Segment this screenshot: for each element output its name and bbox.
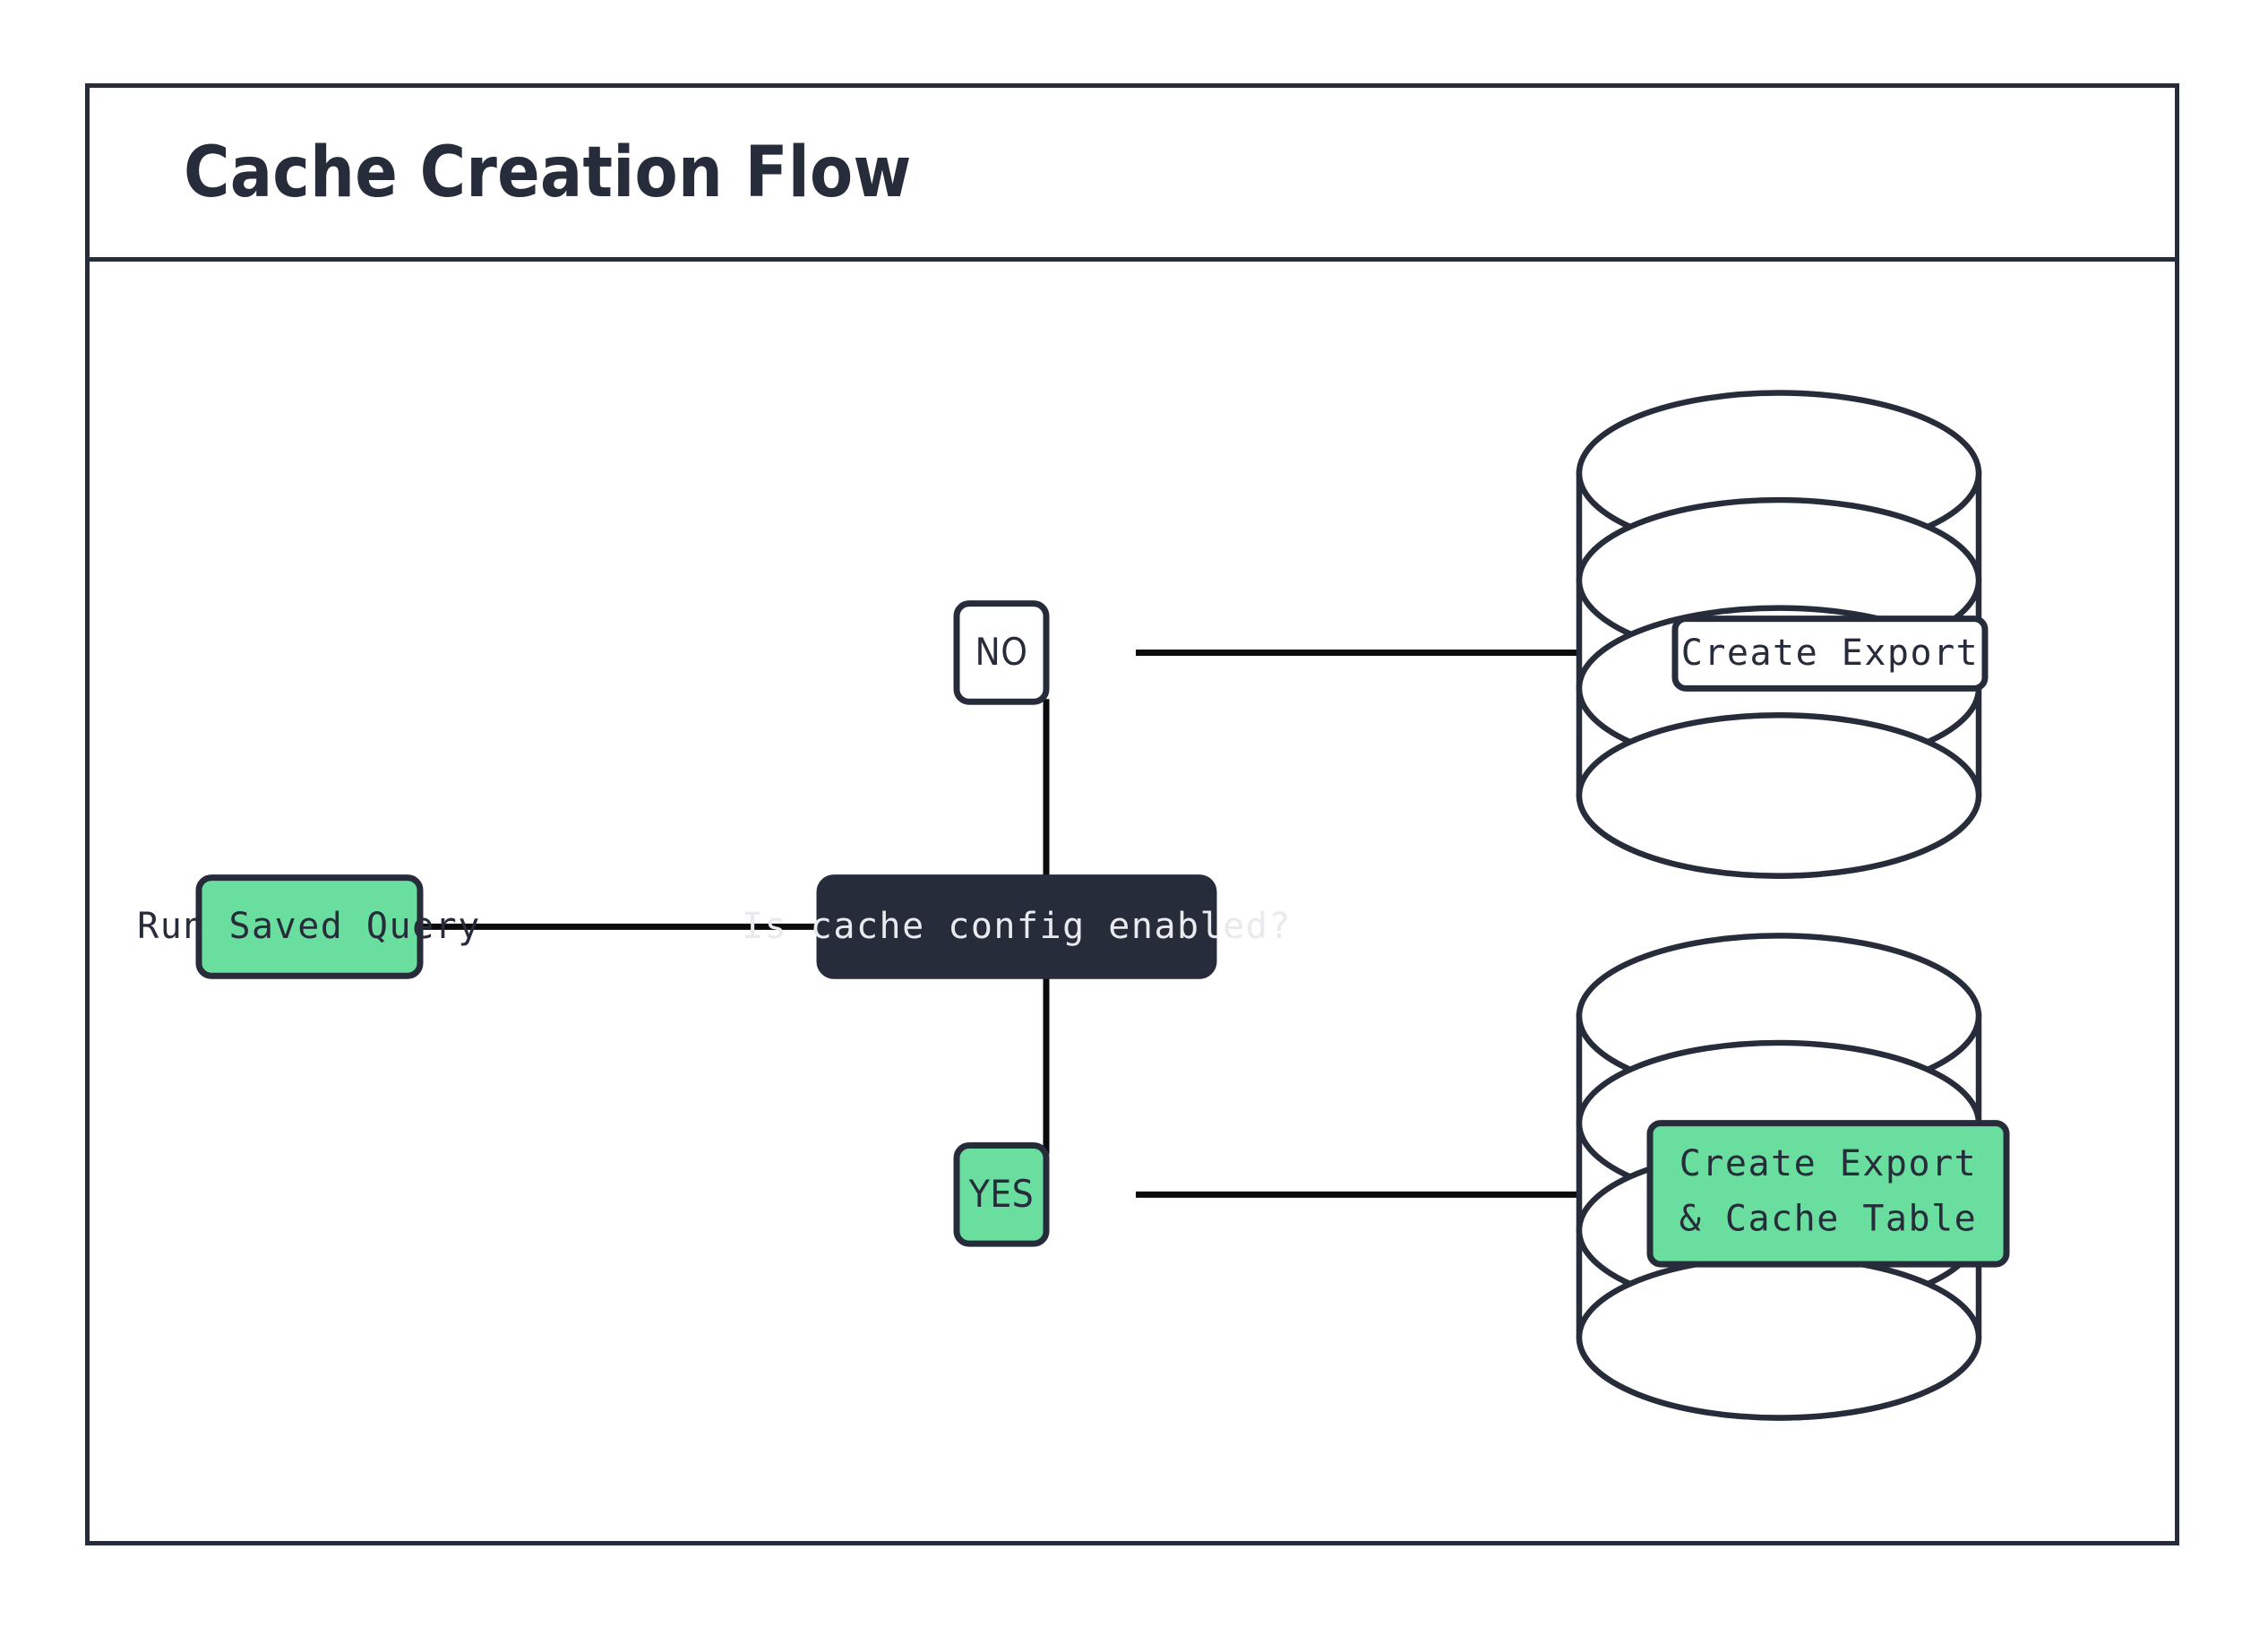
- db-top-label-plate: [1671, 616, 1989, 692]
- diagram-canvas: Create Export Create Export & Cache Tabl…: [90, 262, 2175, 1541]
- page-title: Cache Creation Flow: [184, 132, 912, 213]
- node-decision-cache-config[interactable]: Is cache config enabled?: [742, 874, 1292, 979]
- branch-yes-rect: [953, 1142, 1050, 1247]
- db-top-disc-4: [1576, 711, 1982, 879]
- branch-yes-label: YES: [968, 1172, 1034, 1216]
- decision-node-rect: [816, 874, 1217, 979]
- flowchart-svg: Create Export Create Export & Cache Tabl…: [137, 390, 2010, 1421]
- branch-no-rect: [953, 600, 1050, 705]
- node-run-saved-query[interactable]: Run Saved Query: [137, 874, 481, 979]
- db-bottom-label-line-1: Create Export: [1680, 1143, 1978, 1184]
- decision-node-label: Is cache config enabled?: [742, 906, 1292, 947]
- db-cylinder-top[interactable]: Create Export: [1576, 390, 1989, 879]
- diagram-frame: Cache Creation Flow: [85, 83, 2179, 1545]
- db-cylinder-bottom[interactable]: Create Export & Cache Table: [1576, 933, 2010, 1421]
- branch-no-label: NO: [975, 630, 1028, 674]
- db-top-label: Create Export: [1681, 633, 1980, 674]
- start-node-rect: [195, 874, 424, 979]
- diagram-header: Cache Creation Flow: [90, 88, 2175, 262]
- db-bottom-disc-4: [1576, 1253, 1982, 1421]
- node-branch-no[interactable]: NO: [953, 600, 1050, 705]
- start-node-label: Run Saved Query: [137, 906, 481, 947]
- db-bottom-label-line-2: & Cache Table: [1680, 1199, 1978, 1240]
- db-bottom-label-plate: [1646, 1120, 2010, 1268]
- node-branch-yes[interactable]: YES: [953, 1142, 1050, 1247]
